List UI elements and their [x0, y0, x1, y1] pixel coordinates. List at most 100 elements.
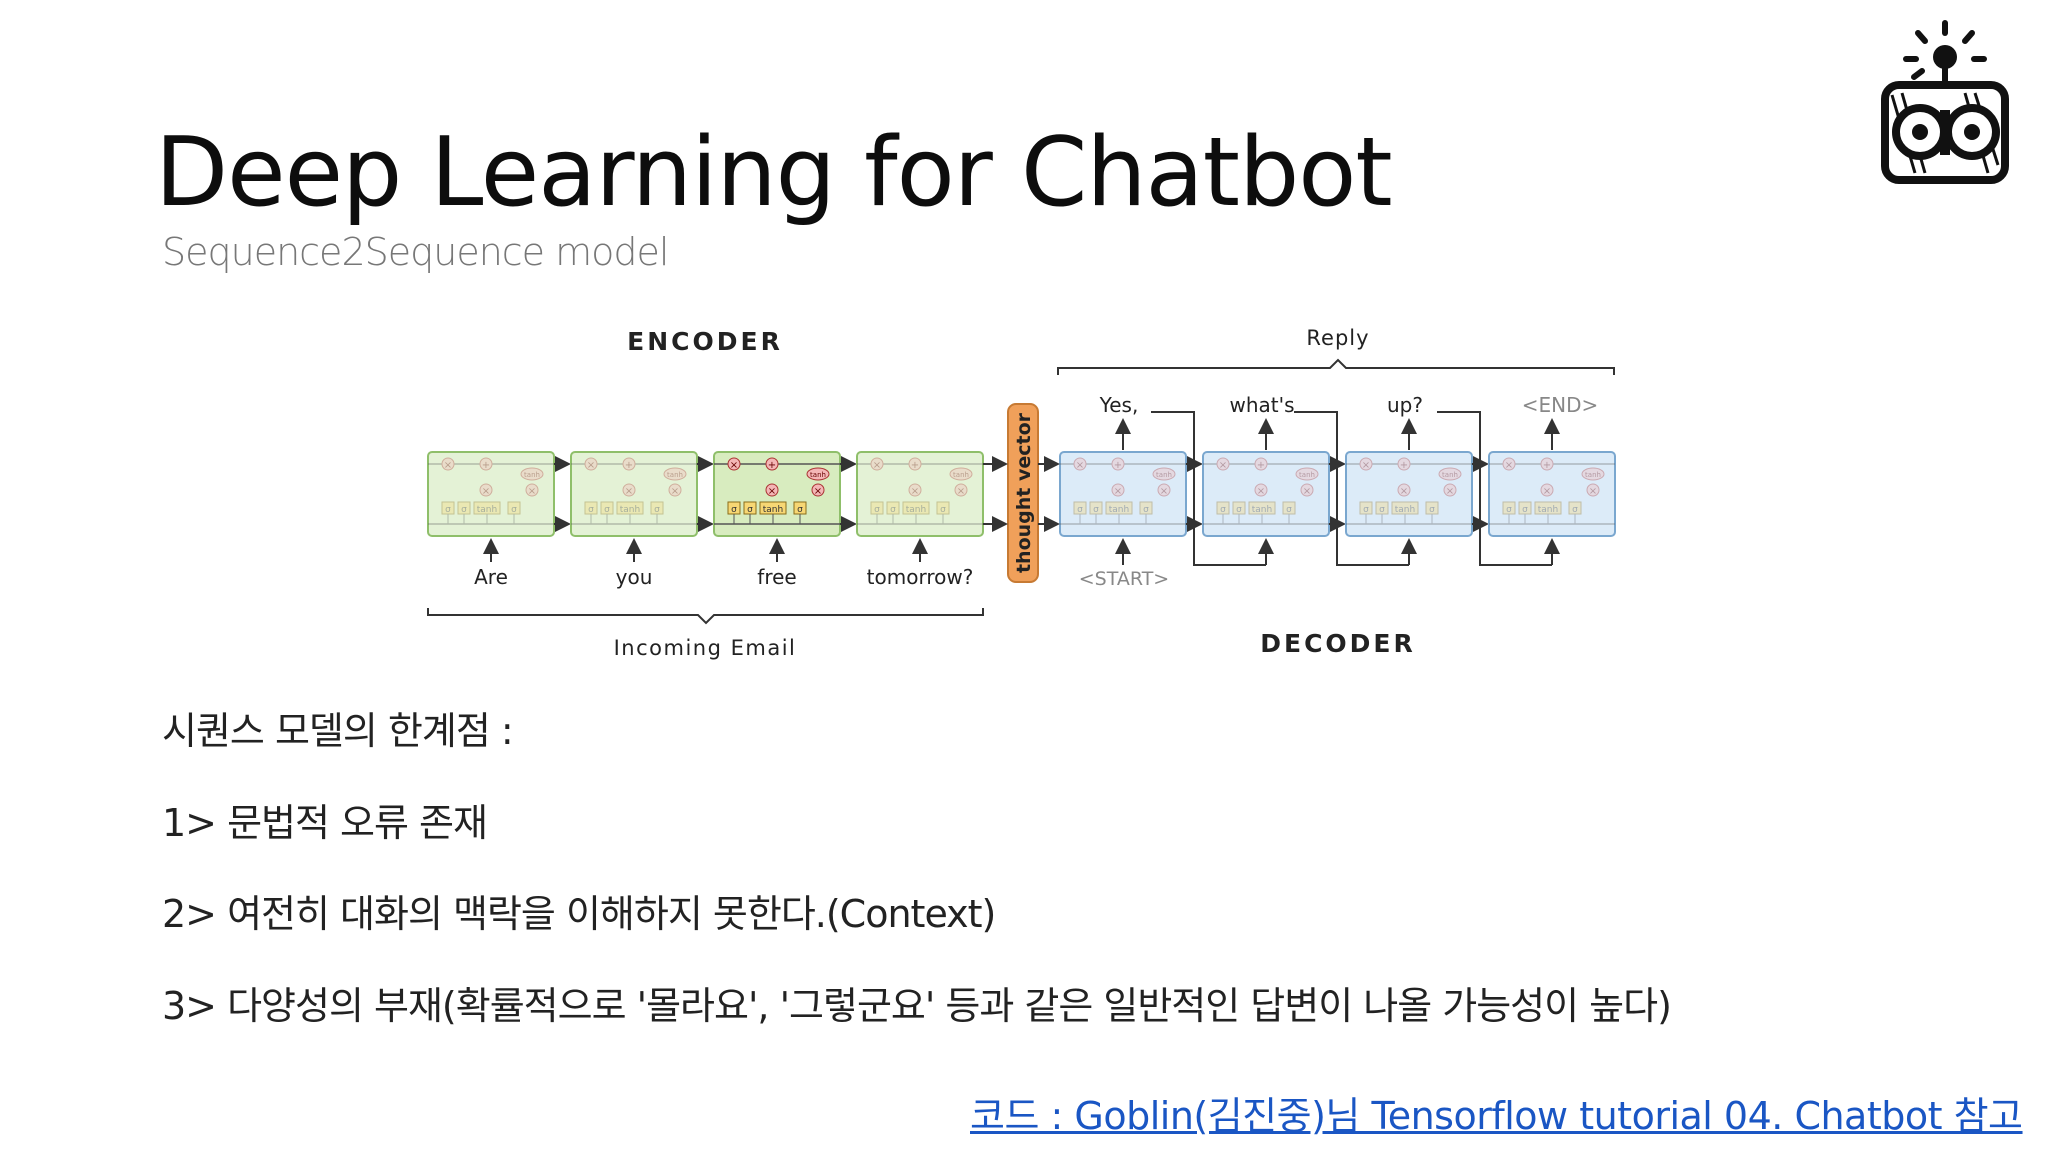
decoder-label: DECODER [1260, 629, 1416, 658]
svg-text:σ: σ [1220, 505, 1226, 515]
svg-text:+: + [1114, 460, 1122, 471]
svg-text:×: × [482, 486, 490, 497]
robot-logo-icon [1881, 20, 2009, 184]
encoder-input-token: Are [474, 565, 508, 589]
svg-text:σ: σ [511, 505, 517, 515]
svg-text:×: × [1400, 486, 1408, 497]
svg-text:×: × [1257, 486, 1265, 497]
svg-text:σ: σ [731, 505, 737, 515]
svg-text:σ: σ [797, 505, 803, 515]
svg-text:+: + [911, 460, 919, 471]
svg-text:σ: σ [1236, 505, 1242, 515]
svg-text:σ: σ [1077, 505, 1083, 515]
svg-text:σ: σ [1572, 505, 1578, 515]
svg-text:σ: σ [940, 505, 946, 515]
svg-text:tanh: tanh [1252, 505, 1272, 515]
svg-text:×: × [911, 486, 919, 497]
reply-label: Reply [1306, 326, 1369, 350]
svg-text:+: + [1400, 460, 1408, 471]
svg-text:σ: σ [890, 505, 896, 515]
svg-text:σ: σ [1429, 505, 1435, 515]
svg-text:+: + [625, 460, 633, 471]
slide-title: Deep Learning for Chatbot [155, 118, 1393, 228]
svg-text:tanh: tanh [1156, 471, 1172, 479]
svg-text:σ: σ [1522, 505, 1528, 515]
svg-text:×: × [957, 486, 965, 497]
svg-text:×: × [1543, 486, 1551, 497]
decoder-output-token: <END> [1522, 393, 1599, 417]
decoder-output-token: what's [1229, 393, 1294, 417]
svg-text:tanh: tanh [906, 505, 926, 515]
encoder-input-token: tomorrow? [867, 565, 974, 589]
svg-text:×: × [1362, 460, 1370, 471]
svg-text:tanh: tanh [477, 505, 497, 515]
svg-text:tanh: tanh [1299, 471, 1315, 479]
svg-text:σ: σ [1506, 505, 1512, 515]
seq2seq-diagram: ENCODER Reply Incoming Email DECODER tho… [427, 326, 1616, 660]
limitation-item-1: 1> 문법적 오류 존재 [162, 801, 488, 845]
svg-text:tanh: tanh [810, 471, 826, 479]
thought-vector [1007, 403, 1039, 583]
svg-text:+: + [482, 460, 490, 471]
svg-text:σ: σ [1286, 505, 1292, 515]
svg-text:tanh: tanh [1395, 505, 1415, 515]
thought-vector-label: thought vector [1013, 412, 1035, 573]
svg-text:σ: σ [461, 505, 467, 515]
svg-text:×: × [1219, 460, 1227, 471]
incoming-email-label: Incoming Email [614, 636, 797, 660]
svg-text:σ: σ [1363, 505, 1369, 515]
svg-text:×: × [873, 460, 881, 471]
svg-text:×: × [1076, 460, 1084, 471]
svg-text:tanh: tanh [763, 505, 783, 515]
svg-text:×: × [768, 486, 776, 497]
slide-subtitle: Sequence2Sequence model [162, 230, 669, 274]
svg-text:×: × [1446, 486, 1454, 497]
svg-text:×: × [1303, 486, 1311, 497]
svg-text:tanh: tanh [667, 471, 683, 479]
svg-text:σ: σ [588, 505, 594, 515]
svg-text:×: × [625, 486, 633, 497]
svg-text:×: × [671, 486, 679, 497]
svg-text:×: × [1114, 486, 1122, 497]
svg-text:×: × [587, 460, 595, 471]
decoder-output-token: up? [1387, 393, 1423, 417]
decoder-start-token: <START> [1079, 568, 1169, 590]
reply-brace [1057, 358, 1615, 375]
svg-text:tanh: tanh [1109, 505, 1129, 515]
svg-text:σ: σ [604, 505, 610, 515]
svg-text:σ: σ [654, 505, 660, 515]
svg-text:σ: σ [1143, 505, 1149, 515]
svg-text:tanh: tanh [1442, 471, 1458, 479]
svg-text:+: + [1257, 460, 1265, 471]
svg-text:+: + [768, 460, 776, 471]
encoder-input-token: you [616, 565, 653, 589]
encoder-label: ENCODER [627, 327, 783, 356]
svg-text:σ: σ [1093, 505, 1099, 515]
svg-text:×: × [1160, 486, 1168, 497]
svg-text:tanh: tanh [524, 471, 540, 479]
code-reference-link[interactable]: 코드 : Goblin(김진중)님 Tensorflow tutorial 04… [970, 1094, 2023, 1138]
svg-text:tanh: tanh [620, 505, 640, 515]
svg-text:tanh: tanh [953, 471, 969, 479]
svg-text:×: × [814, 486, 822, 497]
svg-text:σ: σ [874, 505, 880, 515]
svg-text:×: × [1505, 460, 1513, 471]
svg-text:σ: σ [1379, 505, 1385, 515]
svg-text:×: × [528, 486, 536, 497]
limitations-heading: 시퀀스 모델의 한계점 : [162, 709, 514, 753]
svg-text:tanh: tanh [1538, 505, 1558, 515]
svg-text:×: × [730, 460, 738, 471]
limitation-item-3: 3> 다양성의 부재(확률적으로 '몰라요', '그렇군요' 등과 같은 일반적… [162, 984, 1672, 1028]
decoder-output-token: Yes, [1099, 393, 1139, 417]
incoming-brace [427, 608, 984, 625]
limitation-item-2: 2> 여전히 대화의 맥락을 이해하지 못한다.(Context) [162, 892, 996, 936]
svg-text:×: × [444, 460, 452, 471]
